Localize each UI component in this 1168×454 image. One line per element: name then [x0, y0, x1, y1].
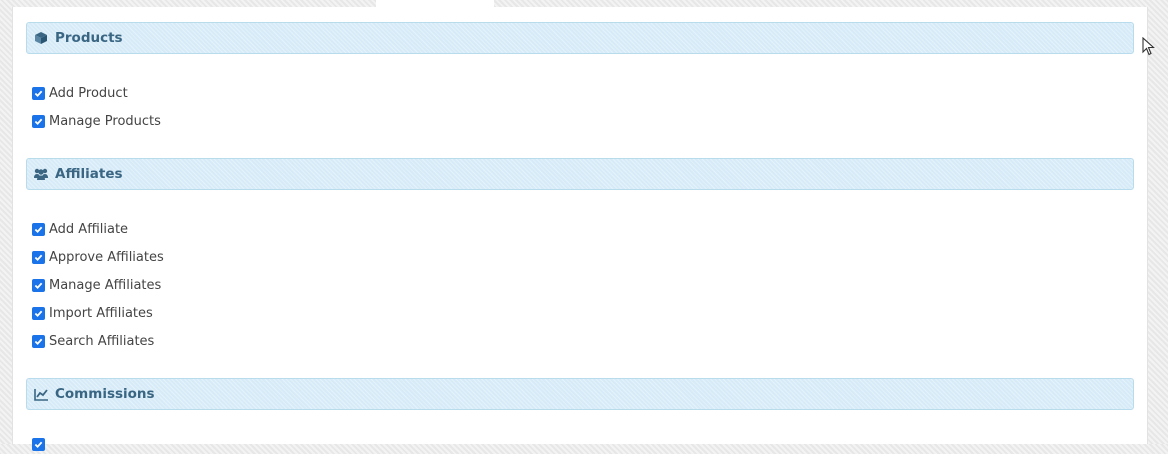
section-title-commissions: Commissions	[55, 386, 155, 402]
permissions-panel: Products Add Product Manage Products Aff…	[12, 7, 1148, 451]
permission-search-affiliates[interactable]: Search Affiliates	[32, 331, 154, 351]
permission-import-affiliates[interactable]: Import Affiliates	[32, 303, 153, 323]
permission-label: Search Affiliates	[49, 333, 155, 349]
section-header-commissions: Commissions	[26, 378, 1134, 410]
checkbox-checked[interactable]	[32, 222, 45, 236]
permission-label: Import Affiliates	[49, 305, 153, 321]
checkbox-checked[interactable]	[32, 437, 45, 451]
permission-manage-products[interactable]: Manage Products	[32, 111, 161, 131]
permission-commission-item[interactable]	[32, 434, 49, 454]
cube-icon	[33, 30, 49, 46]
checkbox-checked[interactable]	[32, 278, 45, 292]
checkbox-checked[interactable]	[32, 334, 45, 348]
line-chart-icon	[33, 386, 49, 402]
permission-manage-affiliates[interactable]: Manage Affiliates	[32, 275, 161, 295]
permission-add-affiliate[interactable]: Add Affiliate	[32, 219, 128, 239]
checkbox-checked[interactable]	[32, 250, 45, 264]
active-tab-notch	[376, 0, 494, 8]
permission-label: Manage Affiliates	[49, 277, 162, 293]
checkbox-checked[interactable]	[32, 114, 45, 128]
section-header-products: Products	[26, 22, 1134, 54]
permission-label: Approve Affiliates	[49, 249, 164, 265]
permission-label: Manage Products	[49, 113, 161, 129]
checkbox-checked[interactable]	[32, 86, 45, 100]
section-title-affiliates: Affiliates	[55, 166, 123, 182]
permission-approve-affiliates[interactable]: Approve Affiliates	[32, 247, 164, 267]
permission-label: Add Product	[49, 85, 128, 101]
permission-add-product[interactable]: Add Product	[32, 83, 128, 103]
checkbox-checked[interactable]	[32, 306, 45, 320]
permission-label: Add Affiliate	[49, 221, 129, 237]
mouse-cursor-icon	[1142, 37, 1155, 56]
section-title-products: Products	[55, 30, 123, 46]
users-icon	[33, 166, 49, 182]
section-header-affiliates: Affiliates	[26, 158, 1134, 190]
